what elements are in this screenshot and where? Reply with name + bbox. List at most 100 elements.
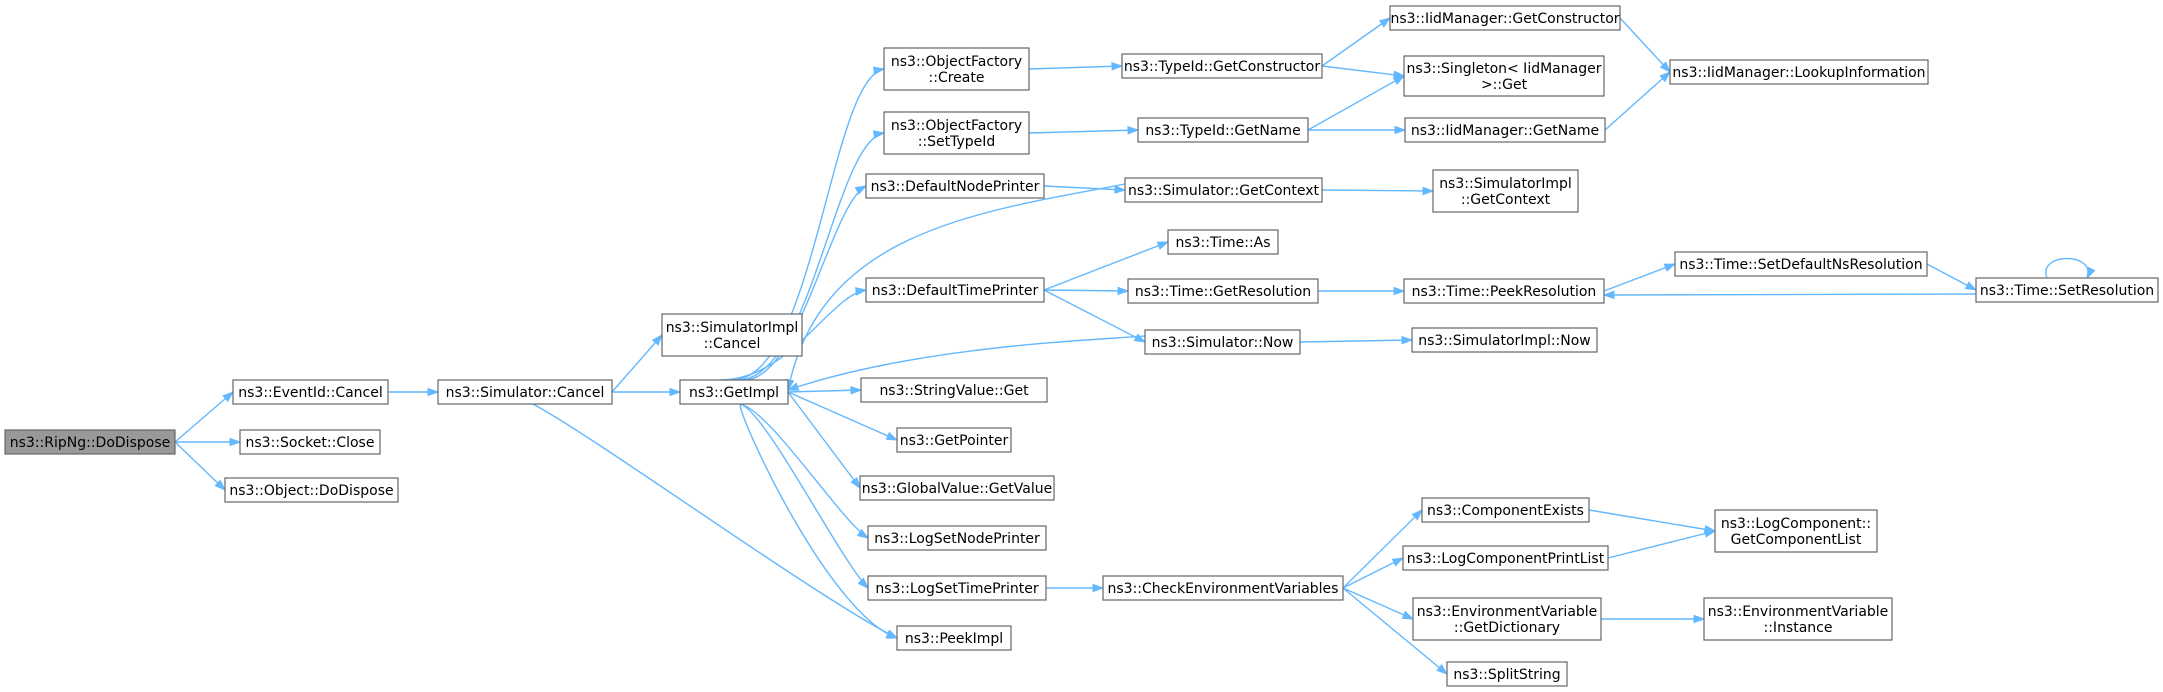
node-label: ns3::Singleton< IidManager [1407, 61, 1602, 77]
node-label: ns3::TypeId::GetConstructor [1124, 59, 1320, 75]
node-logsetnodeprinter[interactable]: ns3::LogSetNodePrinter [867, 525, 1047, 551]
node-label: >::Get [1481, 77, 1528, 93]
edge-getimpl-to-objectfactory_create [731, 66, 886, 381]
node-splitstring[interactable]: ns3::SplitString [1446, 661, 1568, 687]
node-label: ::Instance [1764, 620, 1833, 636]
node-globalvalue_getvalue[interactable]: ns3::GlobalValue::GetValue [859, 475, 1055, 501]
node-label: ns3::IidManager::GetConstructor [1390, 11, 1619, 27]
edge-typeid_getname-to-singleton_get [1307, 75, 1406, 131]
node-box [1167, 229, 1279, 255]
node-box [865, 277, 1045, 303]
node-box [867, 525, 1047, 551]
edge-typeid_getname-to-iidmanager_getname [1308, 125, 1407, 135]
node-layer: ns3::RipNg::DoDispose ns3::EventId::Cance… [4, 5, 2159, 687]
node-simulatorimpl_cancel[interactable]: ns3::SimulatorImpl::Cancel [661, 313, 803, 357]
node-iidmanager_getname[interactable]: ns3::IidManager::GetName [1404, 117, 1606, 143]
node-defaultnodeprinter[interactable]: ns3::DefaultNodePrinter [865, 173, 1045, 199]
edge-getimpl-to-logsetnodeprinter [739, 403, 870, 539]
node-label: ns3::LogComponent:: [1721, 516, 1871, 532]
node-label: ns3::EnvironmentVariable [1417, 604, 1598, 620]
node-logcomponentprintlist[interactable]: ns3::LogComponentPrintList [1402, 545, 1609, 571]
node-label: ::GetDictionary [1454, 620, 1560, 636]
edge-layer [174, 17, 2096, 675]
edge-ripng_dodispose-to-eventid_cancel [174, 391, 235, 443]
node-box [437, 379, 613, 405]
edge-time_peekresolution-to-time_setdefaultnsresolution [1603, 263, 1677, 292]
node-label: ns3::ObjectFactory [891, 54, 1022, 70]
node-box [224, 477, 399, 503]
node-time_setdefaultnsresolution[interactable]: ns3::Time::SetDefaultNsResolution [1674, 251, 1928, 277]
node-box [1124, 177, 1323, 203]
edge-checkenvironmentvariables-to-componentexists [1342, 508, 1424, 589]
node-objectfactory_settypeid[interactable]: ns3::ObjectFactory::SetTypeId [883, 111, 1030, 155]
node-box [1674, 251, 1928, 277]
node-time_as[interactable]: ns3::Time::As [1167, 229, 1279, 255]
node-iidmanager_lookupinformation[interactable]: ns3::IidManager::LookupInformation [1669, 59, 1929, 85]
node-getimpl[interactable]: ns3::GetImpl [679, 379, 789, 405]
edge-getimpl-to-defaultnodeprinter [743, 185, 868, 381]
node-label: ns3::CheckEnvironmentVariables [1108, 581, 1339, 597]
node-label: ns3::TypeId::GetName [1145, 123, 1300, 139]
node-label: ns3::Time::PeekResolution [1412, 284, 1597, 300]
edge-objectfactory_create-to-typeid_getconstructor [1028, 62, 1124, 71]
node-label: ns3::Simulator::GetContext [1128, 183, 1320, 199]
node-logcomponent_getcomponentlist[interactable]: ns3::LogComponent::GetComponentList [1714, 509, 1878, 553]
node-checkenvironmentvariables[interactable]: ns3::CheckEnvironmentVariables [1102, 575, 1344, 601]
node-time_getresolution[interactable]: ns3::Time::GetResolution [1127, 278, 1319, 304]
node-eventid_cancel[interactable]: ns3::EventId::Cancel [232, 379, 389, 405]
edge-time_getresolution-to-time_peekresolution [1318, 286, 1406, 296]
node-logsettimeprinter[interactable]: ns3::LogSetTimePrinter [867, 575, 1047, 601]
node-typeid_getconstructor[interactable]: ns3::TypeId::GetConstructor [1121, 53, 1323, 79]
node-defaulttimeprinter[interactable]: ns3::DefaultTimePrinter [865, 277, 1045, 303]
edge-typeid_getconstructor-to-singleton_get [1321, 65, 1406, 80]
node-environmentvariable_instance[interactable]: ns3::EnvironmentVariable::Instance [1703, 597, 1893, 641]
node-getpointer[interactable]: ns3::GetPointer [896, 427, 1012, 453]
node-box [1446, 661, 1568, 687]
edge-ripng_dodispose-to-object_dodispose [174, 441, 227, 492]
node-box [1389, 5, 1621, 31]
edge-objectfactory_settypeid-to-typeid_getname [1028, 125, 1140, 135]
node-typeid_getname[interactable]: ns3::TypeId::GetName [1137, 117, 1309, 143]
node-simulator_cancel[interactable]: ns3::Simulator::Cancel [437, 379, 613, 405]
edge-typeid_getconstructor-to-iidmanager_getconstructor [1321, 17, 1392, 67]
node-componentexists[interactable]: ns3::ComponentExists [1421, 497, 1590, 523]
node-iidmanager_getconstructor[interactable]: ns3::IidManager::GetConstructor [1389, 5, 1621, 31]
node-label: ns3::LogSetNodePrinter [874, 531, 1040, 547]
node-box [1669, 59, 1929, 85]
node-label: ns3::SplitString [1453, 667, 1560, 683]
node-box [4, 429, 176, 455]
node-label: ns3::ObjectFactory [891, 118, 1022, 134]
edge-getimpl-to-stringvalue_get [787, 385, 863, 395]
edge-checkenvironmentvariables-to-splitstring [1342, 587, 1449, 675]
node-stringvalue_get[interactable]: ns3::StringValue::Get [860, 377, 1048, 403]
node-singleton_get[interactable]: ns3::Singleton< IidManager>::Get [1403, 55, 1605, 97]
edge-logcomponentprintlist-to-logcomponent_getcomponentlist [1607, 529, 1717, 559]
edge-simulator_cancel-to-peekimpl [532, 403, 899, 639]
edge-simulator_now-to-simulatorimpl_now [1299, 335, 1414, 345]
node-label: ns3::LogComponentPrintList [1407, 551, 1605, 567]
node-socket_close[interactable]: ns3::Socket::Close [239, 429, 381, 455]
node-simulator_now[interactable]: ns3::Simulator::Now [1144, 329, 1301, 355]
node-environmentvariable_getdictionary[interactable]: ns3::EnvironmentVariable::GetDictionary [1412, 597, 1602, 641]
node-simulatorimpl_now[interactable]: ns3::SimulatorImpl::Now [1411, 327, 1598, 353]
node-time_peekresolution[interactable]: ns3::Time::PeekResolution [1403, 278, 1605, 304]
node-box [1403, 278, 1605, 304]
node-box [239, 429, 381, 455]
node-label: ns3::Time::As [1175, 235, 1270, 251]
node-simulatorimpl_getcontext[interactable]: ns3::SimulatorImpl::GetContext [1432, 169, 1579, 213]
node-box [1975, 277, 2159, 303]
node-ripng_dodispose[interactable]: ns3::RipNg::DoDispose [4, 429, 176, 455]
node-objectfactory_create[interactable]: ns3::ObjectFactory::Create [883, 47, 1030, 91]
node-box [896, 427, 1012, 453]
node-peekimpl[interactable]: ns3::PeekImpl [896, 625, 1012, 651]
edge-time_setresolution-to-time_setresolution [2045, 257, 2096, 280]
node-object_dodispose[interactable]: ns3::Object::DoDispose [224, 477, 399, 503]
edge-simulator_cancel-to-getimpl [612, 387, 682, 397]
node-box [896, 625, 1012, 651]
node-label: ns3::SimulatorImpl [1439, 176, 1572, 192]
node-box [1137, 117, 1309, 143]
node-box [1703, 597, 1893, 641]
node-time_setresolution[interactable]: ns3::Time::SetResolution [1975, 277, 2159, 303]
node-label: ns3::Time::GetResolution [1135, 284, 1311, 300]
node-simulator_getcontext[interactable]: ns3::Simulator::GetContext [1124, 177, 1323, 203]
